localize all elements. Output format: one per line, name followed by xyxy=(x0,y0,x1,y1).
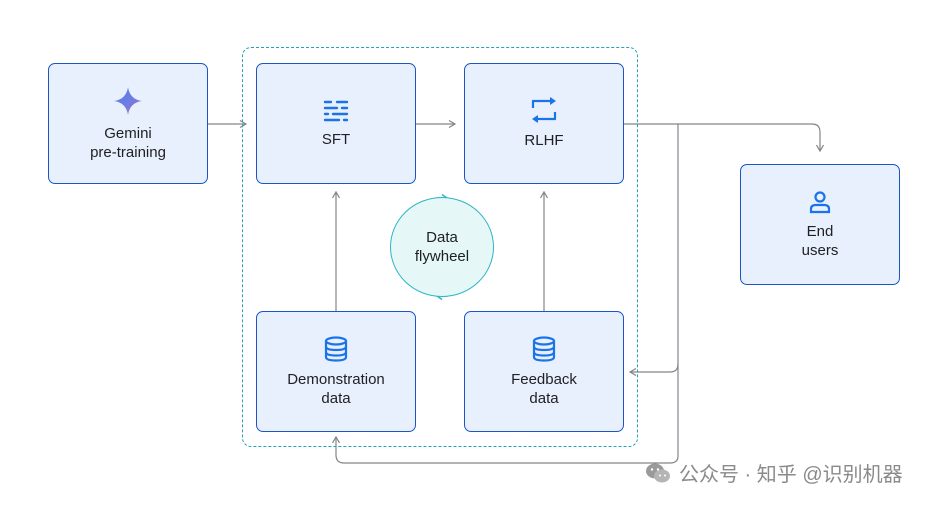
watermark: 公众号 · 知乎 @识别机器 xyxy=(645,458,903,487)
end-users-label-line1: End xyxy=(806,222,834,240)
feedback-label-line1: Feedback xyxy=(511,370,577,388)
feedback-label-line2: data xyxy=(529,389,559,407)
sliders-icon xyxy=(323,98,349,122)
refresh-loop-icon xyxy=(530,97,558,123)
arrow-loop-to-demonstration xyxy=(331,364,679,464)
end-users-node: End users xyxy=(740,164,900,285)
sft-label: SFT xyxy=(321,131,351,148)
watermark-text: 公众号 · 知乎 @识别机器 xyxy=(679,464,903,486)
rlhf-label: RLHF xyxy=(524,132,564,149)
flywheel-label-line1: Data xyxy=(426,229,458,246)
gemini-sparkle-icon xyxy=(113,86,143,116)
database-icon xyxy=(324,335,348,362)
demonstration-data-node: Demonstration data xyxy=(256,311,416,432)
end-users-label-line2: users xyxy=(801,241,839,259)
gemini-label-line2: pre-training xyxy=(90,143,166,161)
data-flywheel: Data flywheel xyxy=(390,197,494,297)
database-icon xyxy=(532,335,556,362)
wechat-icon xyxy=(646,463,670,482)
demonstration-label-line2: data xyxy=(321,389,351,407)
person-icon xyxy=(808,190,832,214)
feedback-data-node: Feedback data xyxy=(464,311,624,432)
arrow-rlhf-to-end-users xyxy=(624,123,825,153)
gemini-pretraining-node: Gemini pre-training xyxy=(48,63,208,184)
flywheel-label-line2: flywheel xyxy=(414,248,470,265)
demonstration-label-line1: Demonstration xyxy=(287,370,385,388)
training-loop-group xyxy=(242,47,638,447)
sft-node: SFT xyxy=(256,63,416,184)
rlhf-node: RLHF xyxy=(464,63,624,184)
gemini-label-line1: Gemini xyxy=(104,124,152,142)
